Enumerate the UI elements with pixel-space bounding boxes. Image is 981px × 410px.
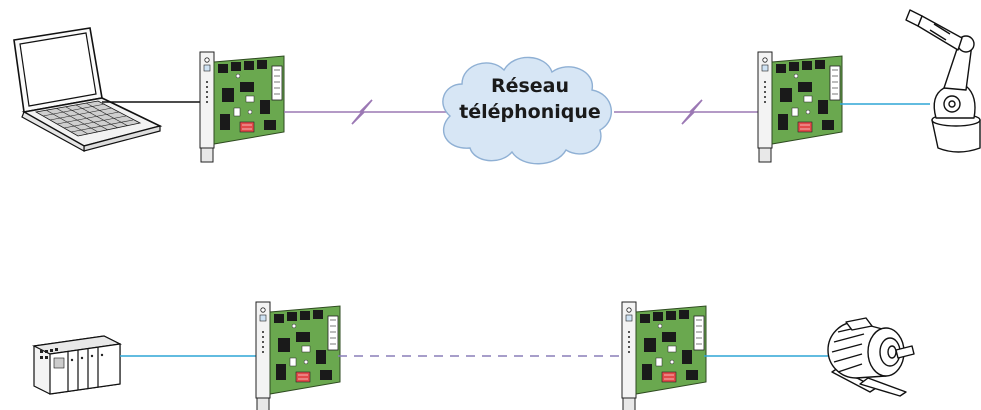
robot-arm-icon xyxy=(905,9,981,153)
phone-link-right xyxy=(614,99,760,125)
communication-module-icon xyxy=(255,301,341,410)
cloud-label-line1: Réseau xyxy=(491,75,569,97)
electric-motor-icon xyxy=(827,317,915,397)
communication-module-icon xyxy=(757,51,843,163)
telephone-network-cloud: Réseau téléphonique xyxy=(442,56,613,165)
communication-module-icon xyxy=(199,51,285,163)
communication-module-icon xyxy=(621,301,707,410)
cloud-label-line2: téléphonique xyxy=(459,101,601,123)
phone-link-left xyxy=(284,99,446,125)
laptop-icon xyxy=(13,27,163,153)
plc-rack-icon xyxy=(32,335,122,395)
